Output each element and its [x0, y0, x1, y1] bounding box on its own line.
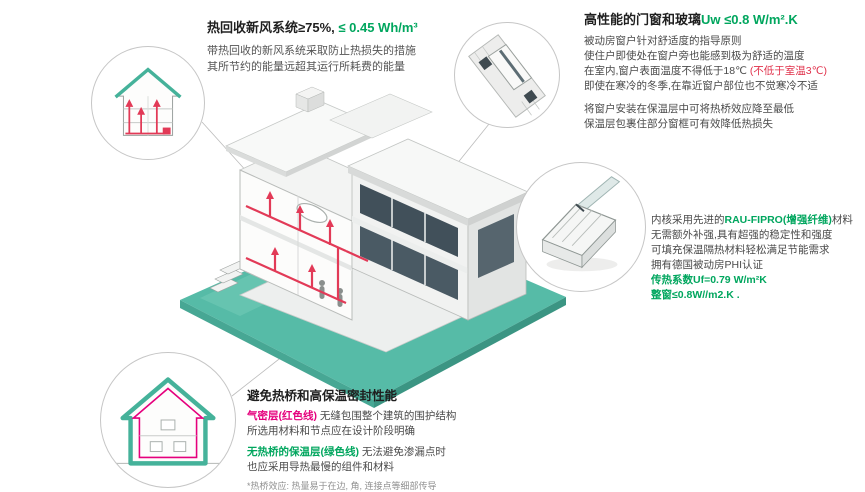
- callout-insulation: 避免热桥和高保温密封性能 气密层(红色线) 无缝包围整个建筑的围护结构 所选用材…: [247, 388, 547, 492]
- callout-windows: 高性能的门窗和玻璃Uw ≤0.8 W/m².K 被动房窗户针对舒适度的指导原则 …: [584, 12, 862, 132]
- window-profile-icon: [541, 176, 621, 272]
- insulation-line3: 无热桥的保温层(绿色线) 无法避免渗漏点时: [247, 445, 547, 460]
- house-section-insulation-icon: [114, 377, 222, 466]
- duct-arrows: [266, 191, 334, 272]
- window-profile-detail-circle: [516, 162, 646, 292]
- windows-line3-rednote: (不低于室温3℃): [749, 64, 827, 77]
- profile-line1: 内核采用先进的RAU-FIPRO(增强纤维)材料: [651, 213, 865, 228]
- ventilation-detail-circle: [91, 46, 205, 160]
- ventilation-title-value: ≤ 0.45 Wh/m³: [338, 20, 418, 35]
- callout-profile-material: 内核采用先进的RAU-FIPRO(增强纤维)材料 无需额外补强,具有超强的稳定性…: [651, 213, 865, 303]
- windows-line5: 将窗户安装在保温层中可将热桥效应降至最低: [584, 102, 794, 115]
- windows-title: 高性能的门窗和玻璃Uw ≤0.8 W/m².K: [584, 12, 862, 29]
- insulation-title: 避免热桥和高保温密封性能: [247, 389, 398, 403]
- insulation-line3-text: 无法避免渗漏点时: [359, 446, 446, 459]
- windows-line4: 即使在寒冷的冬季,在靠近窗户部位也不觉寒冷不适: [584, 79, 818, 92]
- window-panes: [360, 184, 458, 300]
- profile-line1-text: 内核采用先进的: [651, 214, 725, 226]
- callout-ventilation: 热回收新风系统≥75%, ≤ 0.45 Wh/m³ 带热回收的新风系统采取防止热…: [207, 20, 477, 75]
- profile-line4: 拥有德国被动房PHI认证: [651, 259, 764, 271]
- windows-line2: 使住户即使处在窗户旁也能感到极为舒适的温度: [584, 49, 805, 62]
- windows-line6: 保温层包裹住部分窗框可有效降低热损失: [584, 117, 773, 130]
- windows-line1: 被动房窗户针对舒适度的指导原则: [584, 34, 742, 47]
- profile-line3: 可填充保温隔热材料轻松满足节能需求: [651, 244, 830, 256]
- roof-bulkhead: [295, 86, 325, 113]
- ventilation-title: 热回收新风系统≥75%, ≤ 0.45 Wh/m³: [207, 20, 477, 37]
- window-corner-icon: [468, 34, 546, 118]
- airflow-arrows-icon: [125, 105, 165, 135]
- profile-uw-value: 整窗≤0.8W//m2.K .: [651, 289, 740, 301]
- insulation-line2: 所选用材料和节点应在设计阶段明确: [247, 425, 415, 438]
- windows-line3-text: 在室内,窗户表面温度不得低于18℃: [584, 64, 750, 77]
- window-corner-detail-circle: [454, 22, 560, 128]
- house-section-ventilation-icon: [114, 67, 182, 136]
- ventilation-title-text: 热回收新风系统≥75%,: [207, 20, 339, 35]
- insulation-line1: 气密层(红色线) 无缝包围整个建筑的围护结构: [247, 409, 547, 424]
- bathtub: [296, 202, 328, 224]
- insulation-line1-text: 无缝包围整个建筑的围护结构: [317, 410, 457, 423]
- thermal-bridge-footnote: *热桥效应: 热量易于在边, 角, 连接点等细部传导: [247, 481, 437, 492]
- profile-line1-suffix: 材料: [831, 214, 853, 226]
- windows-title-text: 高性能的门窗和玻璃: [584, 12, 702, 27]
- ventilation-body-line2: 其所节约的能量远超其运行所耗费的能量: [207, 60, 405, 73]
- insulation-detail-circle: [100, 352, 236, 488]
- airtight-layer-line: [131, 387, 205, 459]
- airtight-layer-label: 气密层(红色线): [247, 410, 317, 423]
- windows-title-value: Uw ≤0.8 W/m².K: [701, 12, 798, 27]
- ventilation-ducts: [245, 198, 369, 305]
- windows-line3: 在室内,窗户表面温度不得低于18℃ (不低于室温3℃): [584, 64, 862, 79]
- insulation-line4: 也应采用导热最慢的组件和材料: [247, 461, 394, 474]
- right-glass-block: [347, 138, 529, 321]
- insulation-layer-label: 无热桥的保温层(绿色线): [247, 446, 359, 459]
- profile-line2: 无需额外补强,具有超强的稳定性和强度: [651, 229, 833, 241]
- ventilation-body-line1: 带热回收的新风系统采取防止热损失的措施: [207, 44, 416, 57]
- profile-line1-material: RAU-FIPRO(增强纤维): [724, 214, 832, 226]
- left-wing-cutaway: [225, 86, 433, 321]
- profile-uf-value: 传热系数Uf=0.79 W/m²K: [651, 274, 767, 286]
